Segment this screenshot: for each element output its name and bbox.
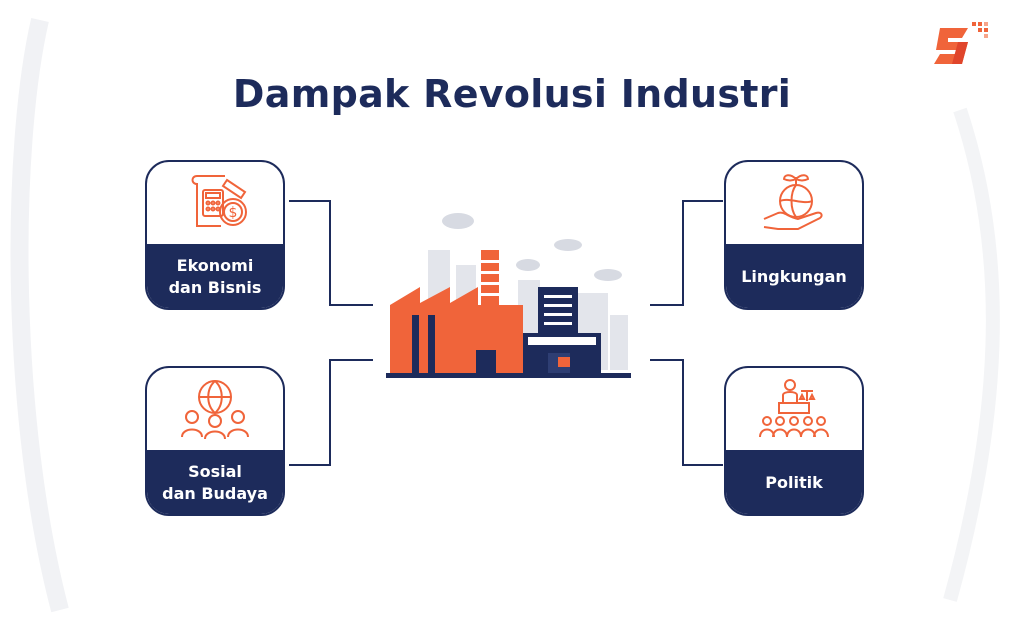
page-title: Dampak Revolusi Industri [232,72,792,116]
connector-lingkungan [650,200,723,306]
card-label-lingkungan: Lingkungan [741,267,847,286]
finance-icon: $ [191,175,247,227]
card-lingkungan: Lingkungan [724,160,864,310]
svg-text:$: $ [229,205,238,221]
card-label-sosial: Sosial dan Budaya [162,462,268,503]
brand-logo [934,22,988,64]
card-sosial-budaya: Sosial dan Budaya [145,366,285,516]
people-globe-icon [181,380,249,440]
connector-politik [650,359,723,466]
card-politik: Politik [724,366,864,516]
plant-globe-hand-icon [763,174,823,230]
speaker-audience-icon [759,379,829,438]
factory-icon [386,213,631,378]
connector-sosial [289,359,373,466]
card-label-ekonomi: Ekonomi dan Bisnis [168,256,262,297]
card-ekonomi-bisnis: $ Ekonomi dan Bisnis [145,160,285,310]
connector-ekonomi [289,200,373,306]
card-label-politik: Politik [765,473,823,492]
